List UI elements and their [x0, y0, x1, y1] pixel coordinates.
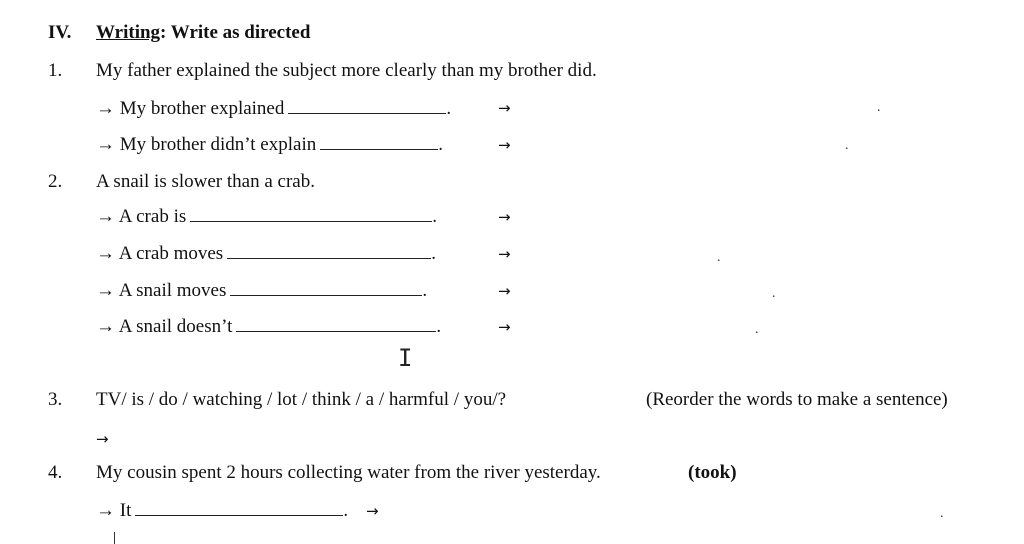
q2-answer-2-blank[interactable] [227, 242, 432, 259]
q1-extra-arrow-1: → [498, 99, 511, 117]
period: . [432, 206, 437, 227]
period: . [436, 316, 442, 337]
q4-answer-line-1: → It. [96, 499, 348, 522]
caret-mark [114, 532, 115, 544]
q2-answer-1-blank[interactable] [190, 205, 433, 222]
section-number: IV. [48, 22, 72, 43]
q2-answer-line-4: → A snail doesn’t. [96, 315, 441, 338]
q4-answer-1-text: → It [96, 500, 132, 521]
stray-dot: . [717, 250, 721, 265]
section-title-underlined: Writing [96, 22, 161, 43]
q2-answer-2-text: → A crab moves [96, 243, 224, 264]
q1-answer-line-1: → My brother explained. [96, 97, 451, 120]
section-title-rest: : Write as directed [160, 22, 311, 43]
q4-extra-arrow-1: → [366, 502, 379, 520]
period: . [431, 243, 436, 264]
q2-answer-line-1: → A crab is. [96, 205, 437, 228]
question-2-prompt: A snail is slower than a crab. [96, 171, 315, 192]
q1-extra-arrow-2: → [498, 136, 511, 154]
stray-dot: . [755, 322, 759, 337]
question-3-instruction: (Reorder the words to make a sentence) [646, 389, 948, 410]
stray-dot: . [845, 138, 849, 153]
q4-answer-1-blank[interactable] [135, 499, 344, 516]
q1-answer-2-blank[interactable] [320, 133, 439, 150]
question-4-instruction: (took) [688, 462, 737, 483]
question-4-number: 4. [48, 462, 63, 483]
stray-dot: . [772, 286, 776, 301]
stray-dot: . [940, 506, 944, 521]
q2-answer-4-text: → A snail doesn’t [96, 316, 233, 337]
q2-extra-arrow-4: → [498, 318, 511, 336]
section-title: Writing: Write as directed [96, 22, 310, 44]
q2-answer-line-2: → A crab moves. [96, 242, 436, 265]
question-4-prompt: My cousin spent 2 hours collecting water… [96, 462, 601, 483]
q2-answer-3-blank[interactable] [230, 279, 423, 296]
question-2-number: 2. [48, 171, 63, 192]
q2-extra-arrow-3: → [498, 282, 511, 300]
period: . [343, 500, 349, 521]
q3-answer-line-1[interactable]: → [96, 430, 109, 448]
q2-answer-line-3: → A snail moves. [96, 279, 427, 302]
text-cursor-icon: I [398, 344, 413, 372]
q2-extra-arrow-1: → [498, 208, 511, 226]
q1-answer-2-text: → My brother didn’t explain [96, 134, 317, 155]
period: . [438, 134, 443, 155]
question-1-number: 1. [48, 60, 63, 81]
period: . [422, 280, 428, 301]
stray-dot: . [877, 100, 881, 115]
question-3-prompt: TV/ is / do / watching / lot / think / a… [96, 389, 507, 410]
q1-answer-1-text: → My brother explained [96, 98, 285, 119]
q1-answer-1-blank[interactable] [288, 97, 447, 114]
q2-answer-1-text: → A crab is [96, 206, 187, 227]
q2-answer-3-text: → A snail moves [96, 280, 227, 301]
question-3-number: 3. [48, 389, 63, 410]
q2-extra-arrow-2: → [498, 245, 511, 263]
q1-answer-line-2: → My brother didn’t explain. [96, 133, 443, 156]
question-1-prompt: My father explained the subject more cle… [96, 60, 597, 81]
q2-answer-4-blank[interactable] [236, 315, 437, 332]
period: . [446, 98, 452, 119]
